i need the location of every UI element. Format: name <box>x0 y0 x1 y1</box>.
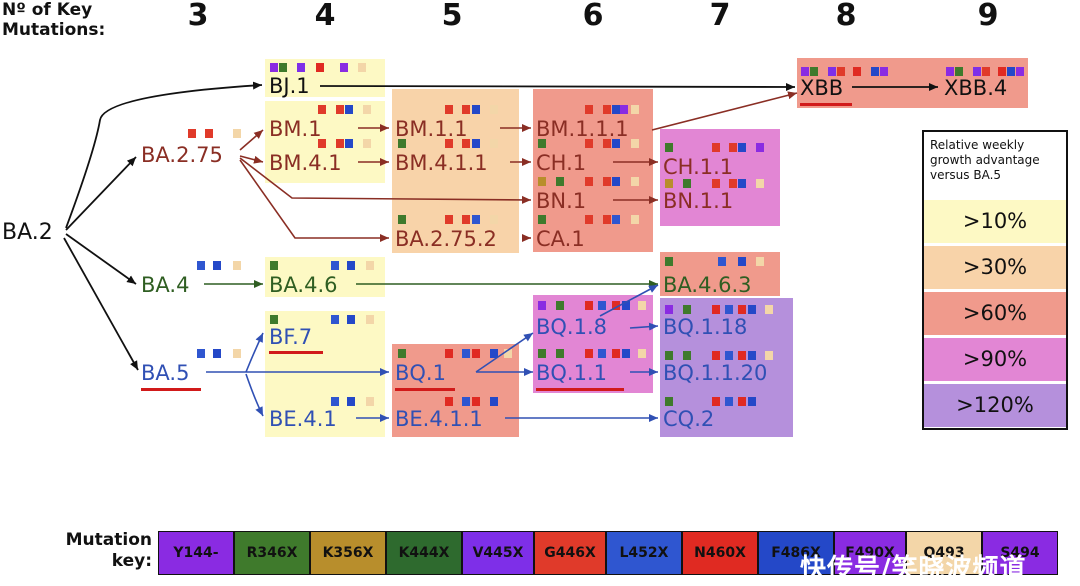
column-header-8: 8 <box>835 0 857 33</box>
node-bq18: BQ.1.8 <box>536 315 608 339</box>
node-ba463: BA.4.6.3 <box>663 273 752 297</box>
node-xbb: XBB <box>800 76 844 100</box>
arrow-bq18-bq118 <box>629 322 659 331</box>
growth-box-xbb <box>797 58 1028 108</box>
node-bn1: BN.1 <box>536 189 587 213</box>
arrow-ba5-be41 <box>245 373 264 417</box>
node-ch11: CH.1.1 <box>663 155 734 179</box>
arrow-ba2-ba5 <box>63 237 139 371</box>
growth-box-col7-bottom <box>660 298 793 437</box>
legend-item-60: >60% <box>924 292 1066 335</box>
xbb-underline <box>800 103 852 106</box>
node-bm11: BM.1.1 <box>395 117 468 141</box>
key-g446x: G446X <box>534 531 606 575</box>
node-ba2752: BA.2.75.2 <box>395 227 497 251</box>
bf7-underline <box>269 351 323 354</box>
node-be411: BE.4.1.1 <box>395 407 483 431</box>
column-header-5: 5 <box>441 0 463 33</box>
arrow-bq1-bq18 <box>475 332 534 373</box>
ba5-underline <box>141 388 201 391</box>
node-ba46: BA.4.6 <box>269 273 338 297</box>
column-header-7: 7 <box>709 0 731 33</box>
node-bm411: BM.4.1.1 <box>395 151 488 175</box>
arrow-bm111-xbb <box>651 91 798 131</box>
column-header-6: 6 <box>582 0 604 33</box>
node-bq1120: BQ.1.1.20 <box>663 361 768 385</box>
arrow-ba2-ba275 <box>65 156 137 231</box>
mutation-key-label: Mutation key: <box>65 530 152 571</box>
column-header-3: 3 <box>187 0 209 33</box>
node-ch1: CH.1 <box>536 151 587 175</box>
node-ba275: BA.2.75 <box>141 143 223 167</box>
growth-box-bf7-be41 <box>265 311 385 437</box>
key-l452x: L452X <box>606 531 682 575</box>
node-bq1: BQ.1 <box>395 361 446 385</box>
arrow-ba275-bm41 <box>239 155 264 164</box>
legend-item-30: >30% <box>924 246 1066 289</box>
node-ba4: BA.4 <box>141 273 190 297</box>
key-k444x: K444X <box>386 531 462 575</box>
key-f486x: F486X <box>758 531 834 575</box>
node-bm41: BM.4.1 <box>269 151 342 175</box>
key-s494: S494 <box>982 531 1058 575</box>
growth-box-ba46 <box>265 257 385 297</box>
growth-box-col6-top <box>533 89 653 252</box>
legend-title: Relative weekly growth advantage versus … <box>930 138 1040 182</box>
node-ba5: BA.5 <box>141 361 190 385</box>
legend-item-90: >90% <box>924 338 1066 381</box>
node-bq118: BQ.1.18 <box>663 315 748 339</box>
key-r346x: R346X <box>234 531 310 575</box>
arrow-ba275-bn1 <box>239 157 532 204</box>
key-q493: Q493 <box>906 531 982 575</box>
node-bn11: BN.1.1 <box>663 189 734 213</box>
watermark: 快传号/笑晓波频道 <box>800 554 1027 584</box>
node-ca1: CA.1 <box>536 227 585 251</box>
key-k356x: K356X <box>310 531 386 575</box>
arrow-bj1-xbb <box>319 82 796 91</box>
bq11-underline <box>536 388 624 391</box>
growth-legend: Relative weekly growth advantage versus … <box>922 130 1068 430</box>
node-be41: BE.4.1 <box>269 407 337 431</box>
node-bm111: BM.1.1.1 <box>536 117 629 141</box>
arrow-ba5-bf7 <box>245 332 264 373</box>
node-bm1: BM.1 <box>269 117 322 141</box>
node-bq11: BQ.1.1 <box>536 361 608 385</box>
key-y144: Y144- <box>158 531 234 575</box>
arrow-ba2-ba4 <box>65 233 137 285</box>
arrow-ba2-bj1 <box>65 81 263 229</box>
bq1-underline <box>395 388 455 391</box>
growth-box-bq18-bq11 <box>533 295 653 393</box>
node-ba2: BA.2 <box>2 220 53 245</box>
key-f490x: F490X <box>834 531 906 575</box>
arrow-ba275-ba2752 <box>239 159 389 242</box>
key-v445x: V445X <box>462 531 534 575</box>
node-xbb4: XBB.4 <box>944 76 1008 100</box>
growth-box-col5-top <box>392 89 519 253</box>
legend-item-10: >10% <box>924 200 1066 243</box>
column-header-9: 9 <box>977 0 999 33</box>
node-bf7: BF.7 <box>269 325 313 349</box>
arrow-bq18-ba463 <box>599 284 659 317</box>
arrow-ba275-bm1 <box>239 129 264 151</box>
node-bj1: BJ.1 <box>269 74 310 98</box>
mutation-count-label: Nº of Key Mutations: <box>2 0 106 40</box>
key-n460x: N460X <box>682 531 758 575</box>
legend-item-120: >120% <box>924 384 1066 427</box>
column-header-4: 4 <box>314 0 336 33</box>
node-cq2: CQ.2 <box>663 407 715 431</box>
